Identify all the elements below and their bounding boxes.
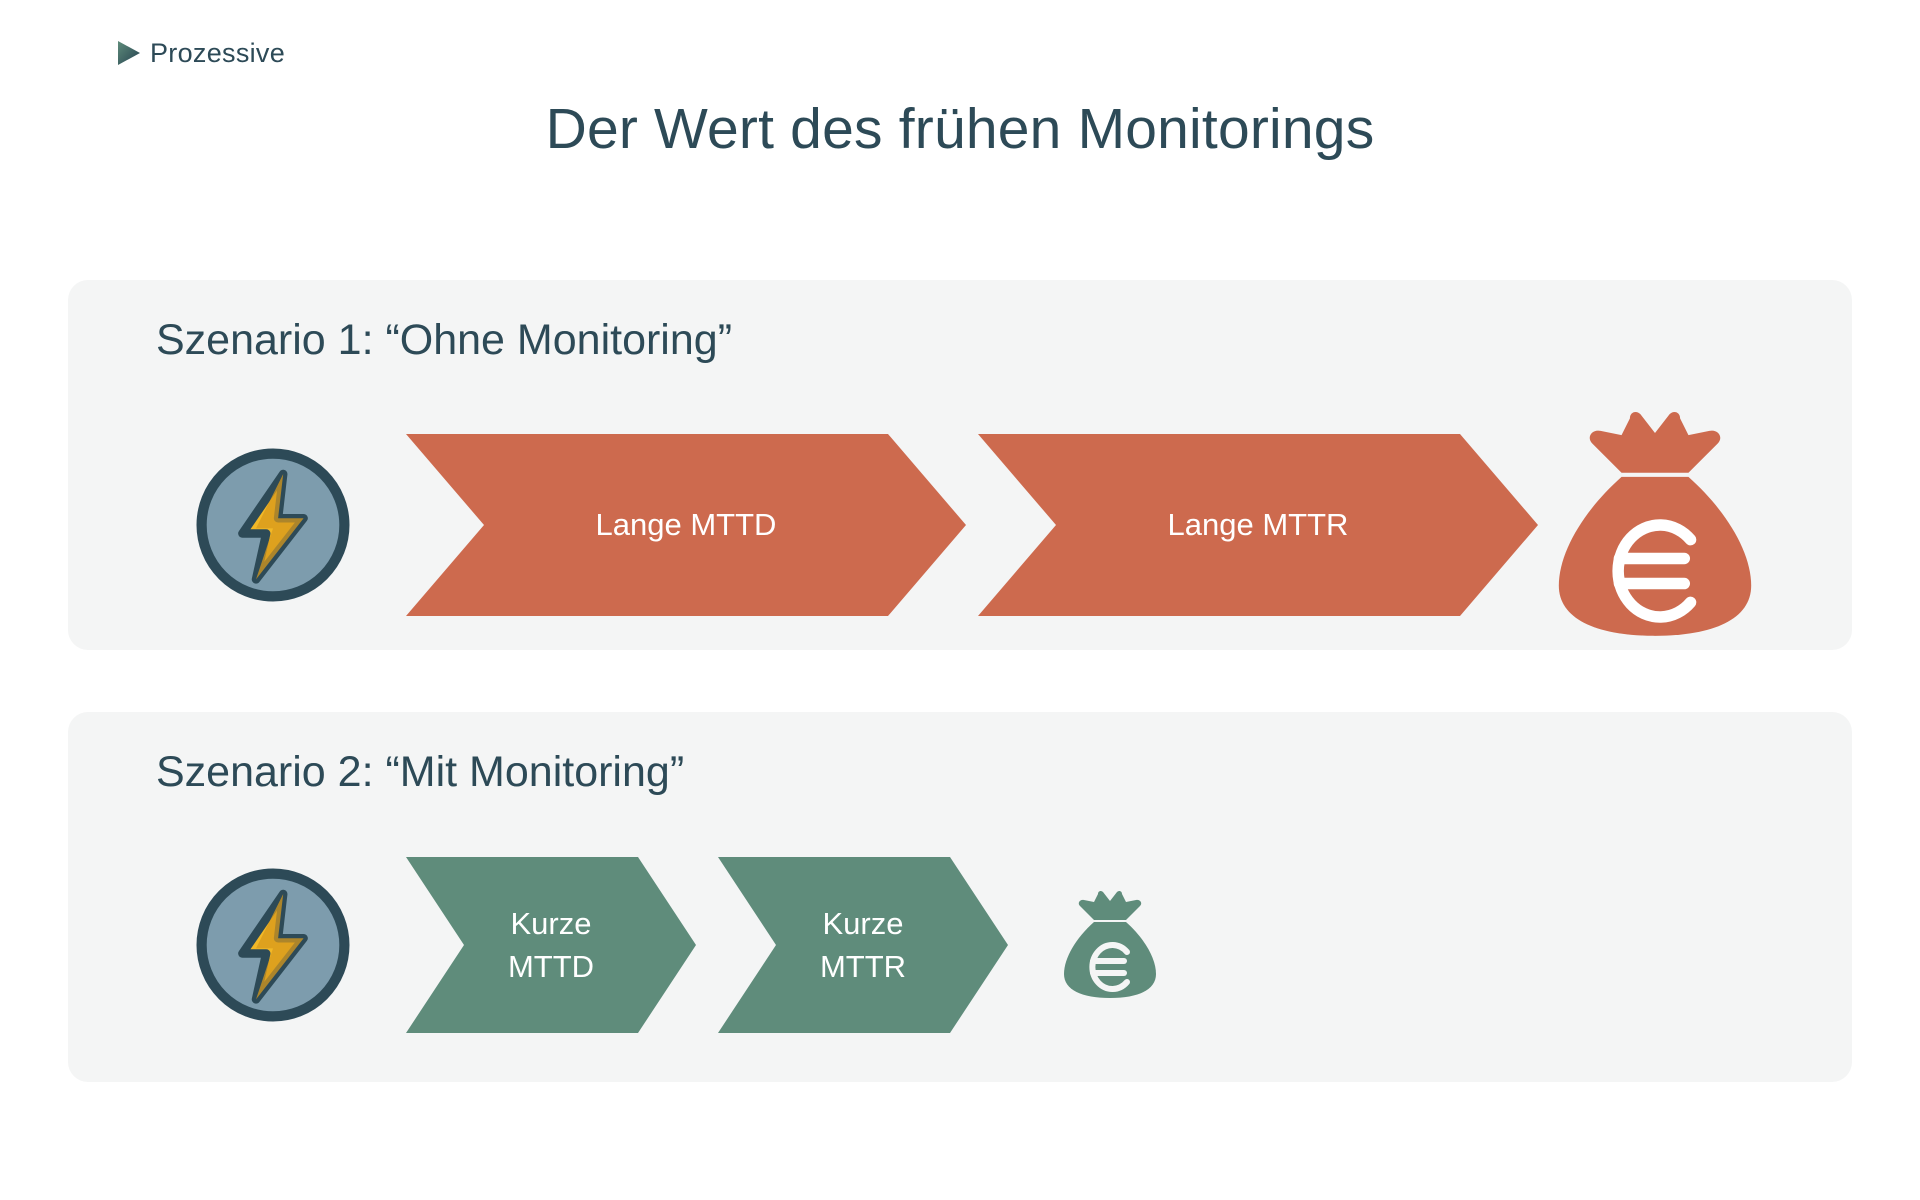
scenario-1-step-mttd[interactable]: Lange MTTD: [406, 434, 966, 616]
scenario-1-step-mttr[interactable]: Lange MTTR: [978, 434, 1538, 616]
chevron-right-icon: [118, 41, 140, 65]
money-bag-euro-icon: [1064, 890, 1156, 998]
scenario-2-flow: Kurze MTTD Kurze MTTR: [188, 857, 1160, 1033]
scenario-2-title: Szenario 2: “Mit Monitoring”: [156, 748, 685, 796]
scenario-2-step-mttr-line2: MTTR: [819, 949, 907, 984]
brand-name: Prozessive: [150, 37, 286, 68]
scenario-2-step-mttr-label: Kurze MTTR: [810, 902, 916, 989]
scenario-1-step-mttr-label: Lange MTTR: [1167, 506, 1349, 542]
scenario-2-step-mttd-line1: Kurze: [510, 905, 592, 941]
scenario-2-step-mttr-line1: Kurze: [822, 905, 904, 941]
scenario-1-flow: Lange MTTD Lange MTTR: [188, 410, 1760, 640]
scenario-1-title: Szenario 1: “Ohne Monitoring”: [156, 316, 733, 364]
scenario-card-2: Szenario 2: “Mit Monitoring” Kurze MTTD: [68, 712, 1852, 1082]
scenario-2-step-mttd-label: Kurze MTTD: [498, 902, 604, 989]
scenario-card-1: Szenario 1: “Ohne Monitoring” Lange MTTD…: [68, 280, 1852, 650]
page-title: Der Wert des frühen Monitorings: [545, 97, 1375, 161]
scenario-2-step-mttd[interactable]: Kurze MTTD: [406, 857, 696, 1033]
scenario-2-step-mttd-line2: MTTD: [507, 949, 595, 984]
brand-logo: Prozessive: [116, 38, 285, 68]
scenario-2-step-mttr[interactable]: Kurze MTTR: [718, 857, 1008, 1033]
lightning-bolt-icon: [196, 448, 350, 602]
money-bag-euro-icon: [1558, 412, 1752, 636]
lightning-bolt-icon: [196, 868, 350, 1022]
scenario-1-step-mttd-label: Lange MTTD: [595, 506, 777, 542]
